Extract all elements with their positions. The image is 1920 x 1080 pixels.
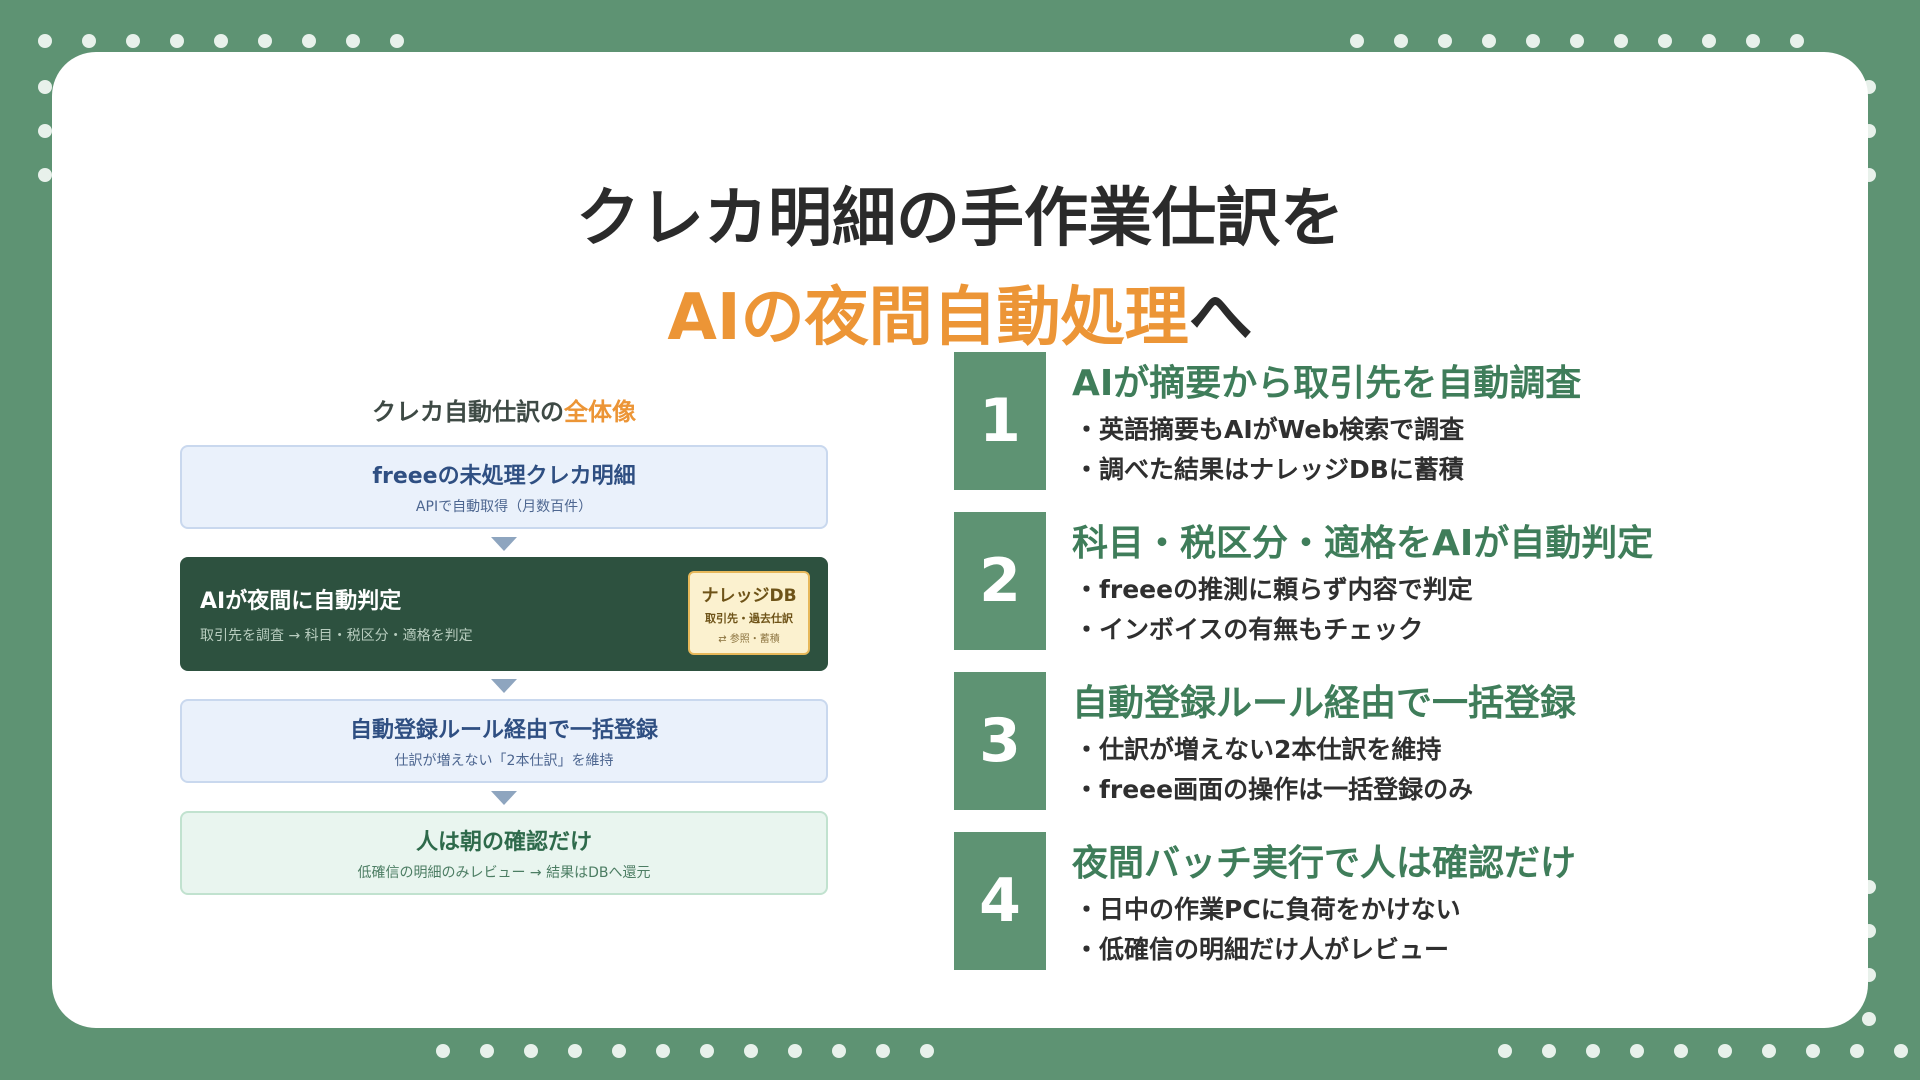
diagram-title-accent: 全体像 — [564, 398, 636, 426]
flow-step-fetch: freeeの未処理クレカ明細 APIで自動取得（月数百件） — [180, 445, 828, 529]
decorative-dots-top-left — [38, 34, 404, 48]
item-bullet: ・英語摘要もAIがWeb検索で調査 — [1074, 415, 1465, 444]
flow-step-main: 人は朝の確認だけ — [415, 830, 592, 855]
decorative-dots-bottom — [436, 1044, 934, 1058]
flow-step-main: 自動登録ルール経由で一括登録 — [349, 718, 658, 743]
down-arrow-icon — [491, 679, 517, 693]
item-number-box: 2 — [954, 512, 1046, 650]
item-bullet: ・freee画面の操作は一括登録のみ — [1074, 775, 1474, 804]
feature-item-1: 1 AIが摘要から取引先を自動調査 ・英語摘要もAIがWeb検索で調査 ・調べた… — [954, 352, 1854, 490]
item-bullet: ・低確信の明細だけ人がレビュー — [1074, 935, 1450, 964]
flow-step-review: 人は朝の確認だけ 低確信の明細のみレビュー → 結果はDBへ還元 — [180, 811, 828, 895]
flow-step-main: AIが夜間に自動判定 — [200, 589, 402, 614]
item-title: 自動登録ルール経由で一括登録 — [1072, 683, 1577, 724]
flow-step-sub: 低確信の明細のみレビュー → 結果はDBへ還元 — [357, 865, 651, 881]
flow-step-main: freeeの未処理クレカ明細 — [372, 464, 636, 489]
item-bullet: ・調べた結果はナレッジDBに蓄積 — [1074, 455, 1464, 484]
feature-item-4: 4 夜間バッチ実行で人は確認だけ ・日中の作業PCに負荷をかけない ・低確信の明… — [954, 832, 1854, 970]
knowledge-db-line1: 取引先・過去仕訳 — [705, 612, 793, 625]
title-accent: AIの夜間自動処理 — [667, 281, 1189, 356]
knowledge-db-box: ナレッジDB 取引先・過去仕訳 ⇄ 参照・蓄積 — [688, 571, 810, 655]
title-line-2-rest: へ — [1188, 281, 1253, 356]
item-number-box: 3 — [954, 672, 1046, 810]
item-number-box: 4 — [954, 832, 1046, 970]
flow-step-sub: 仕訳が増えない「2本仕訳」を維持 — [394, 753, 614, 769]
flow-step-ai-judge: AIが夜間に自動判定 取引先を調査 → 科目・税区分・適格を判定 ナレッジDB … — [180, 557, 828, 671]
decorative-dots-top-right — [1350, 34, 1804, 48]
slide-card: クレカ明細の手作業仕訳を AIの夜間自動処理へ クレカ自動仕訳の全体像 free… — [52, 52, 1868, 1028]
overview-diagram: クレカ自動仕訳の全体像 freeeの未処理クレカ明細 APIで自動取得（月数百件… — [180, 392, 828, 895]
item-bullet: ・日中の作業PCに負荷をかけない — [1074, 895, 1461, 924]
item-title: 夜間バッチ実行で人は確認だけ — [1072, 843, 1577, 884]
down-arrow-icon — [491, 791, 517, 805]
item-number-box: 1 — [954, 352, 1046, 490]
decorative-dots-left — [38, 80, 52, 182]
knowledge-db-line2: ⇄ 参照・蓄積 — [718, 634, 780, 645]
flow-step-sub: APIで自動取得（月数百件） — [415, 499, 593, 515]
flow-step-sub: 取引先を調査 → 科目・税区分・適格を判定 — [200, 628, 473, 644]
item-bullet: ・仕訳が増えない2本仕訳を維持 — [1074, 735, 1442, 764]
feature-item-2: 2 科目・税区分・適格をAIが自動判定 ・freeeの推測に頼らず内容で判定 ・… — [954, 512, 1854, 650]
knowledge-db-title: ナレッジDB — [701, 586, 797, 606]
diagram-title: クレカ自動仕訳の全体像 — [372, 398, 636, 426]
title-line-1: クレカ明細の手作業仕訳を — [576, 182, 1344, 256]
flow-step-register: 自動登録ルール経由で一括登録 仕訳が増えない「2本仕訳」を維持 — [180, 699, 828, 783]
item-title: AIが摘要から取引先を自動調査 — [1072, 363, 1582, 404]
item-bullet: ・freeeの推測に頼らず内容で判定 — [1074, 575, 1473, 604]
feature-item-3: 3 自動登録ルール経由で一括登録 ・仕訳が増えない2本仕訳を維持 ・freee画… — [954, 672, 1854, 810]
decorative-dots-bottom-right — [1498, 1044, 1908, 1058]
slide-title: クレカ明細の手作業仕訳を AIの夜間自動処理へ — [52, 170, 1868, 368]
down-arrow-icon — [491, 537, 517, 551]
title-line-2: AIの夜間自動処理へ — [52, 269, 1868, 368]
item-title: 科目・税区分・適格をAIが自動判定 — [1072, 523, 1654, 564]
item-bullet: ・インボイスの有無もチェック — [1074, 615, 1424, 644]
